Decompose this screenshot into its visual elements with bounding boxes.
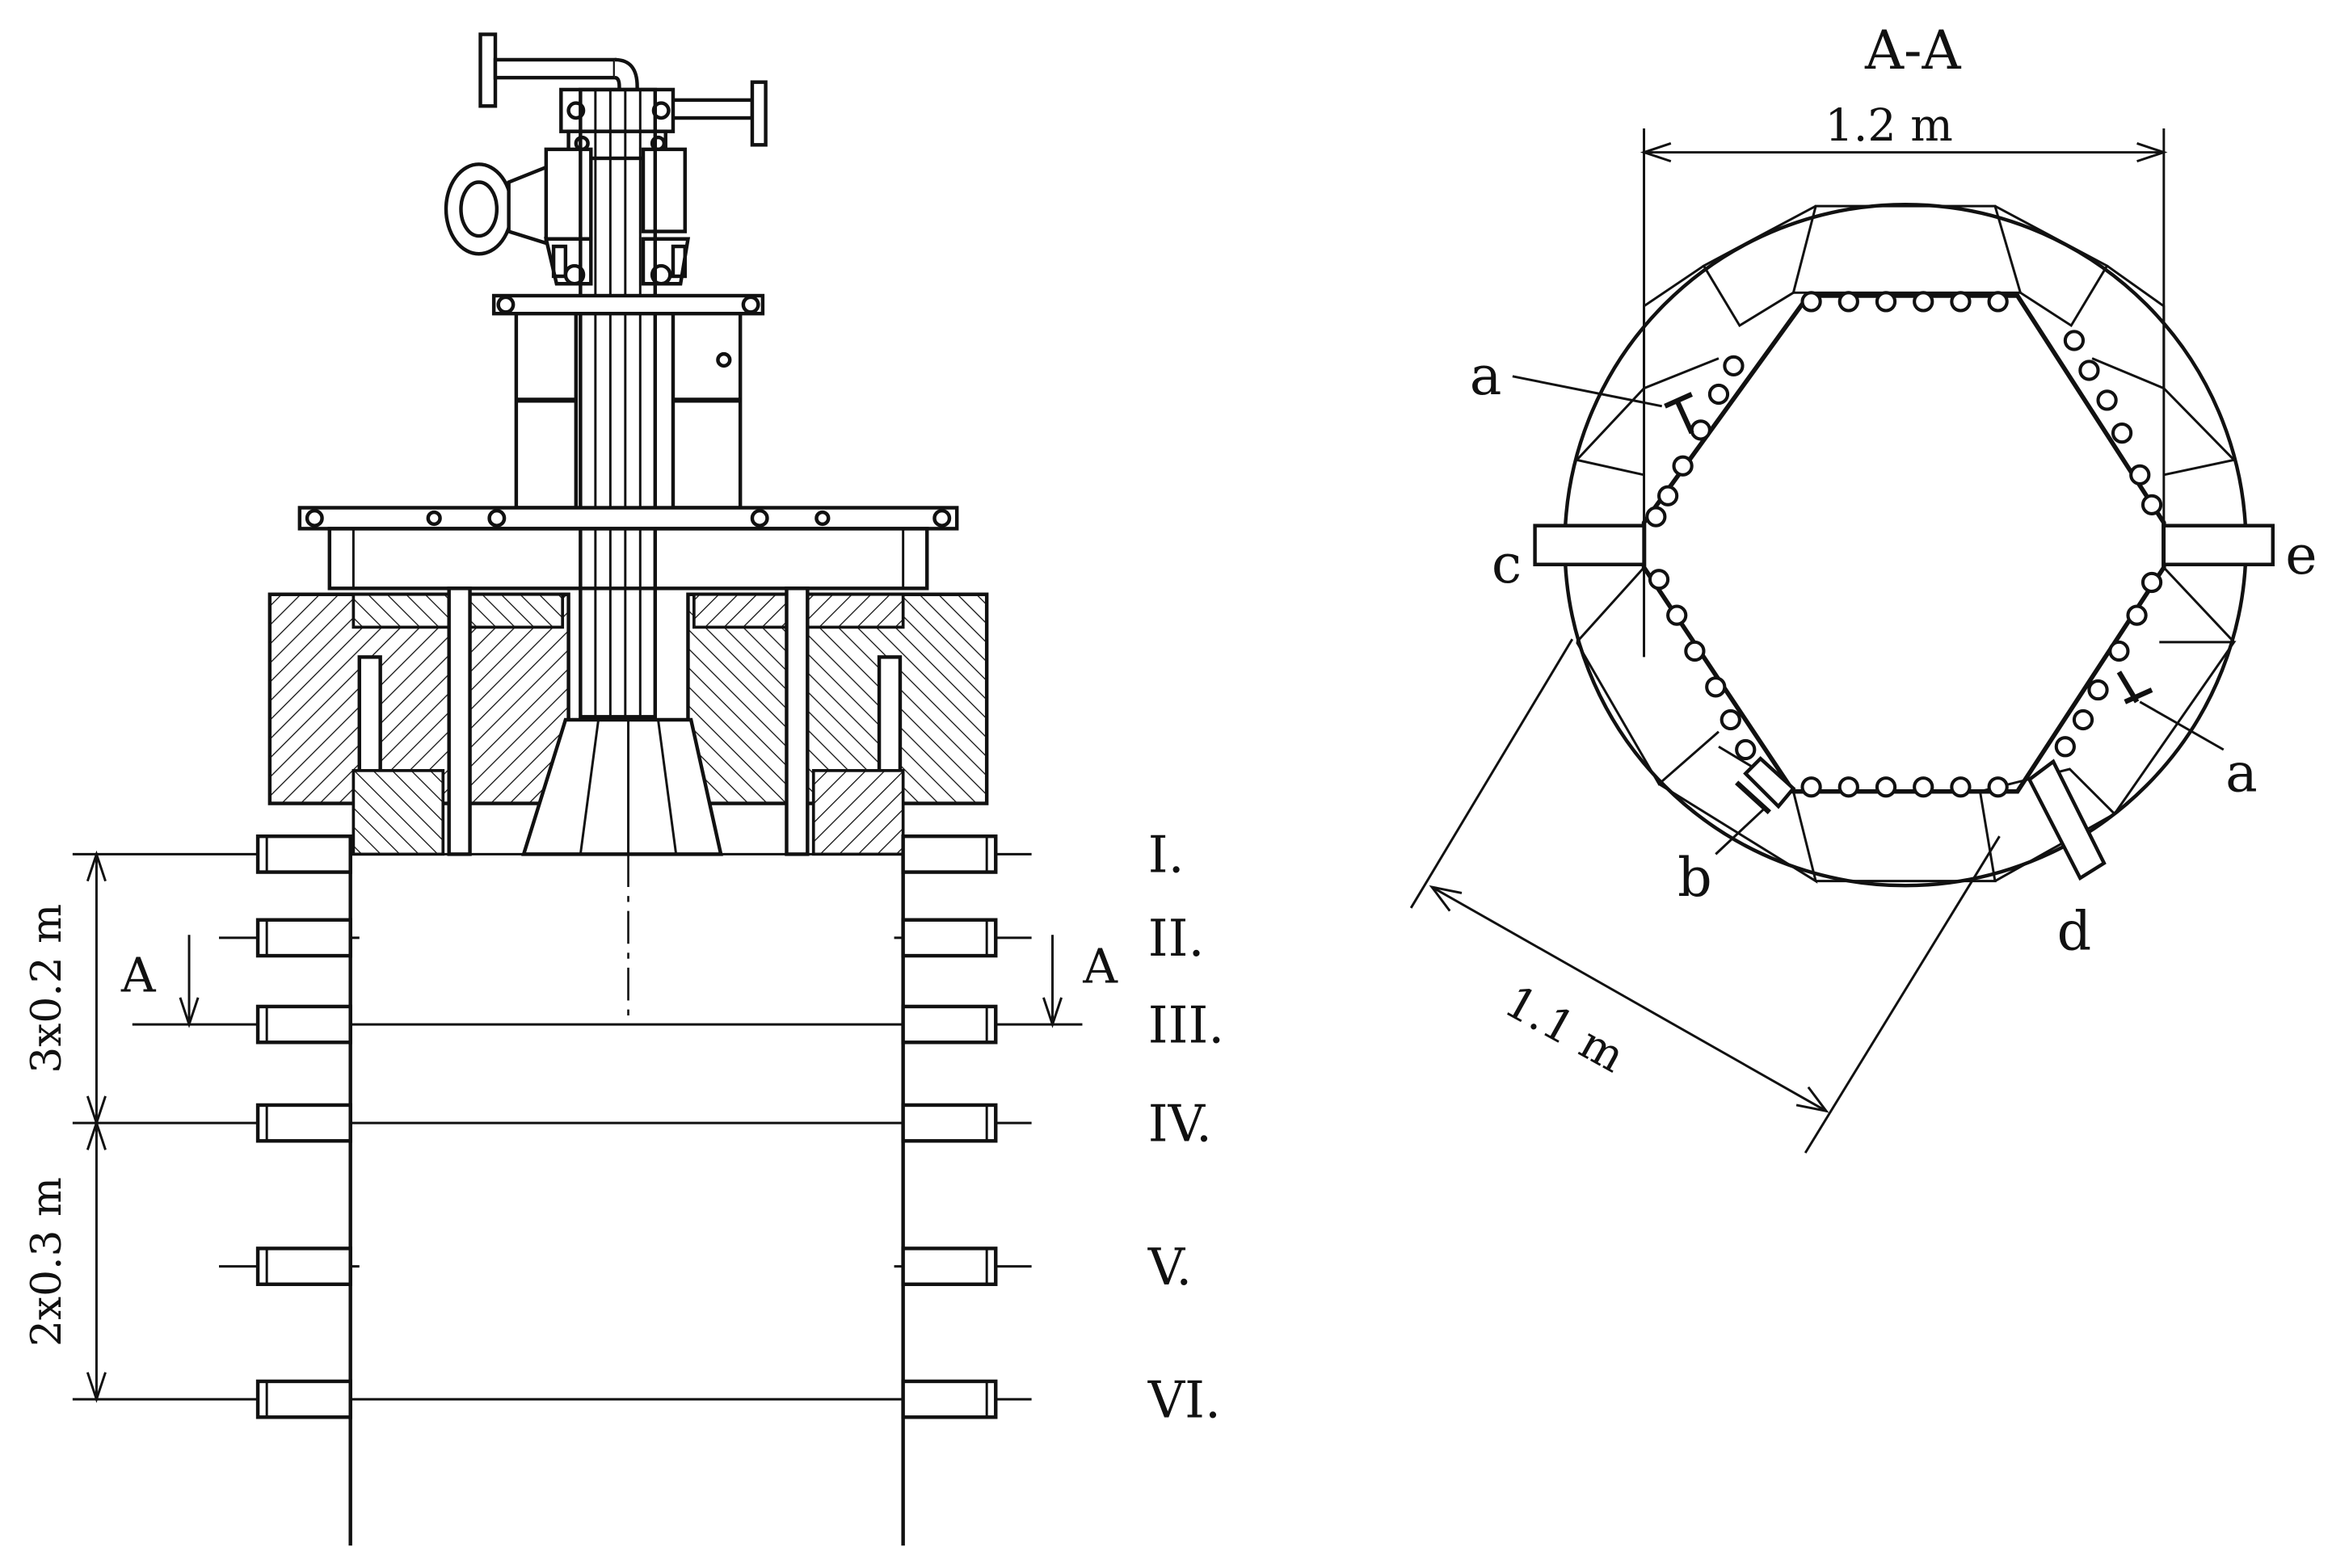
- width-label: 1.2 m: [1825, 100, 1953, 152]
- fitting-a-left: [1664, 392, 1694, 435]
- port-e: [2162, 523, 2275, 566]
- brick-ring: [1574, 204, 2237, 884]
- port-c: [1533, 523, 1646, 566]
- level-label-1: I.: [1148, 826, 1185, 885]
- dimension-upper: 3x0.2 m: [23, 850, 107, 1127]
- level-label-3: III.: [1148, 995, 1224, 1054]
- port-d: [2027, 759, 2107, 881]
- callout-d: d: [2057, 900, 2092, 963]
- port-row-6: [72, 1379, 1032, 1419]
- port-row-5: [219, 1246, 1032, 1286]
- port-b: [1743, 756, 1796, 809]
- upper-spacing-label: 3x0.2 m: [23, 904, 71, 1074]
- section-mark-right: A: [1042, 935, 1118, 1028]
- central-tube: [579, 87, 658, 719]
- port-row-3: [132, 1004, 1083, 1045]
- fitting-a-right: [2116, 670, 2153, 704]
- lower-spacing-label: 2x0.3 m: [23, 1177, 71, 1347]
- level-label-6: VI.: [1147, 1370, 1221, 1429]
- section-title: A-A: [1864, 19, 1962, 82]
- section-a-a-view: A-A 1.2 m: [1409, 19, 2317, 1154]
- port-row-2: [219, 918, 1032, 958]
- level-label-5: V.: [1147, 1238, 1192, 1297]
- top-piping: [444, 32, 768, 286]
- upper-housing: [491, 293, 765, 510]
- level-label-2: II.: [1148, 909, 1205, 968]
- callout-e: e: [2285, 523, 2317, 586]
- callout-a-right: a: [2225, 742, 2258, 805]
- svg-text:A: A: [120, 947, 157, 1003]
- dimension-lower: 2x0.3 m: [23, 1119, 107, 1403]
- port-row-4: [72, 1103, 1032, 1143]
- width-dimension: 1.2 m: [1640, 100, 2168, 568]
- svg-text:A: A: [1082, 938, 1118, 994]
- diagonal-label: 1.1 m: [1496, 976, 1633, 1083]
- outer-shell: [1563, 203, 2248, 888]
- cooling-tubes: [1645, 291, 2163, 798]
- callout-a-left: a: [1470, 344, 1502, 407]
- port-row-1: [72, 834, 1032, 874]
- callout-b: b: [1677, 846, 1712, 909]
- section-mark-left: A: [120, 935, 200, 1028]
- level-label-4: IV.: [1148, 1094, 1212, 1153]
- flange-plate: [297, 506, 959, 591]
- reactor-side-view: 3x0.2 m 2x0.3 m A A I. II. III. IV. V. V…: [23, 32, 1224, 1546]
- refractory-block: [267, 586, 989, 856]
- callout-c: c: [1492, 532, 1522, 595]
